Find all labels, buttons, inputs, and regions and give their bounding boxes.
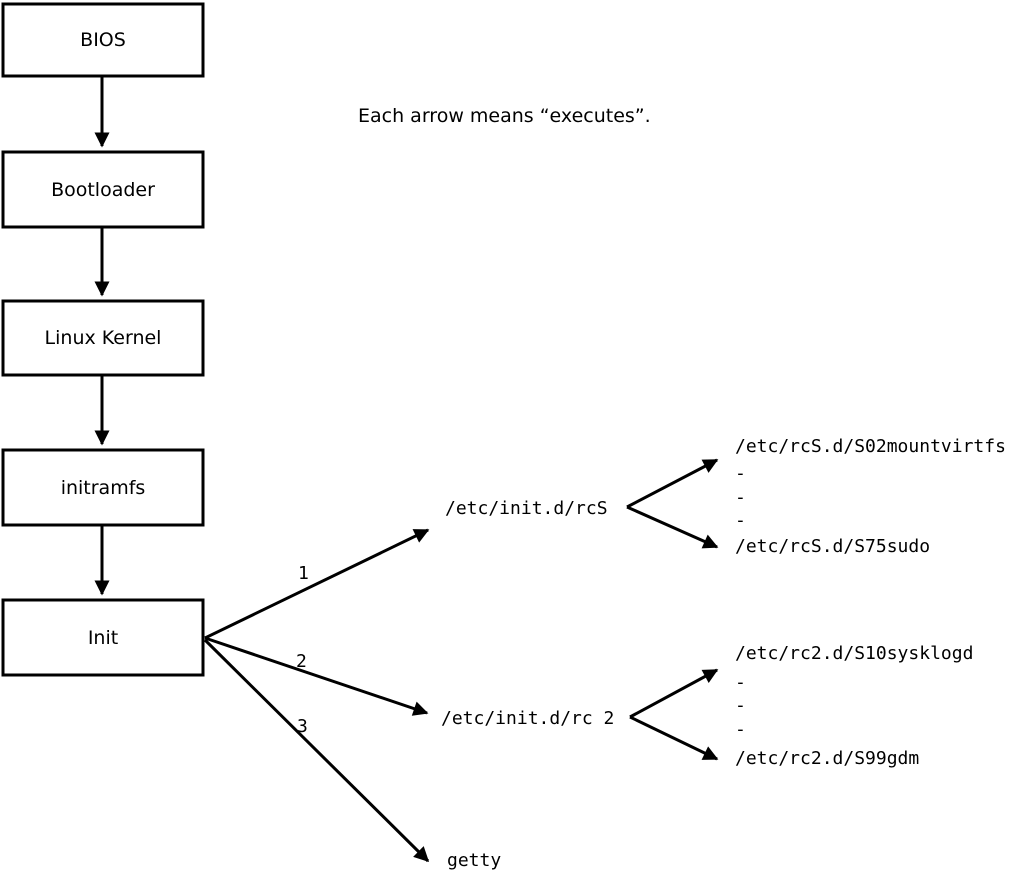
init-box (1, 598, 205, 677)
rcS-script-last: /etc/rcS.d/S75sudo (735, 536, 930, 557)
bios-label: BIOS (80, 29, 126, 51)
rc2-script-first: /etc/rc2.d/S10sysklogd (735, 643, 973, 664)
bios-box (1, 2, 205, 78)
bootloader-label: Bootloader (51, 179, 155, 201)
rcS-script-first: /etc/rcS.d/S02mountvirtfs (735, 436, 1006, 457)
init-label: Init (88, 627, 118, 649)
initramfs-box (1, 448, 205, 527)
arrow-init-to-rcS (204, 528, 430, 640)
rc2-node-label: /etc/init.d/rc 2 (441, 708, 614, 729)
arrow-rcS-to-last-script (626, 505, 719, 549)
arrow-label-1: 1 (298, 563, 309, 584)
arrow-rcS-to-first-script (626, 458, 719, 509)
linux-kernel-label: Linux Kernel (45, 327, 162, 349)
arrow-init-to-rc2 (204, 636, 429, 716)
arrow-rc2-to-first-script (629, 668, 719, 719)
rc2-script-last: /etc/rc2.d/S99gdm (735, 748, 919, 769)
getty-node-label: getty (447, 850, 501, 871)
executes-note: Each arrow means “executes”. (358, 105, 651, 127)
rc2-script-ellipsis-2: - (735, 695, 746, 716)
rc2-script-ellipsis-1: - (735, 672, 746, 693)
rc2-script-ellipsis-3: - (735, 719, 746, 740)
arrow-rc2-to-last-script (629, 715, 719, 761)
arrow-label-2: 2 (296, 651, 307, 672)
arrow-init-to-getty (203, 638, 430, 863)
initramfs-label: initramfs (61, 477, 146, 499)
bootloader-box (1, 150, 205, 229)
arrow-label-3: 3 (297, 716, 308, 737)
rcS-node-label: /etc/init.d/rcS (445, 498, 608, 519)
rcS-script-ellipsis-3: - (735, 510, 746, 531)
rcS-script-ellipsis-2: - (735, 487, 746, 508)
rcS-script-ellipsis-1: - (735, 463, 746, 484)
